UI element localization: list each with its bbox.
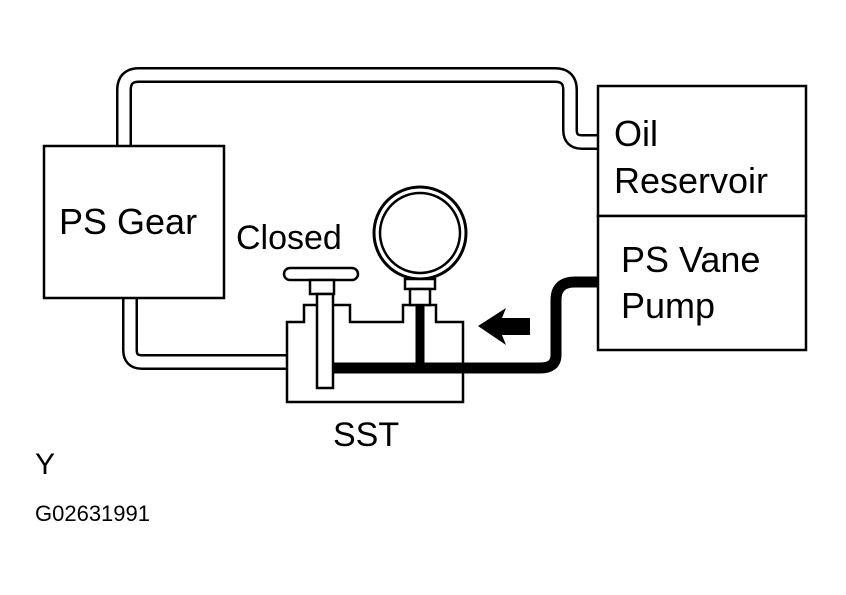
ps-gear-label: PS Gear <box>59 201 197 242</box>
valve-closed-label: Closed <box>236 219 342 257</box>
ps-vane-pump-box <box>596 214 808 352</box>
ps-vane-pump-label-line2: Pump <box>621 285 715 326</box>
view-marker-label: Y <box>35 448 55 481</box>
oil-reservoir-label-line1: Oil <box>614 113 658 154</box>
ps-vane-pump-label-line1: PS Vane <box>621 239 760 280</box>
flow-arrow <box>478 308 530 345</box>
gear-to-sst-hose <box>122 298 290 370</box>
return-hose <box>116 67 598 150</box>
pressure-gauge <box>372 185 468 307</box>
shutoff-valve <box>282 266 360 390</box>
figure-code-label: G02631991 <box>35 501 150 526</box>
oil-reservoir-label-line2: Reservoir <box>614 160 768 201</box>
sst-tool-body <box>285 303 465 404</box>
ps-gear-box <box>42 144 226 300</box>
oil-reservoir-box <box>596 84 808 218</box>
sst-label: SST <box>333 416 399 454</box>
